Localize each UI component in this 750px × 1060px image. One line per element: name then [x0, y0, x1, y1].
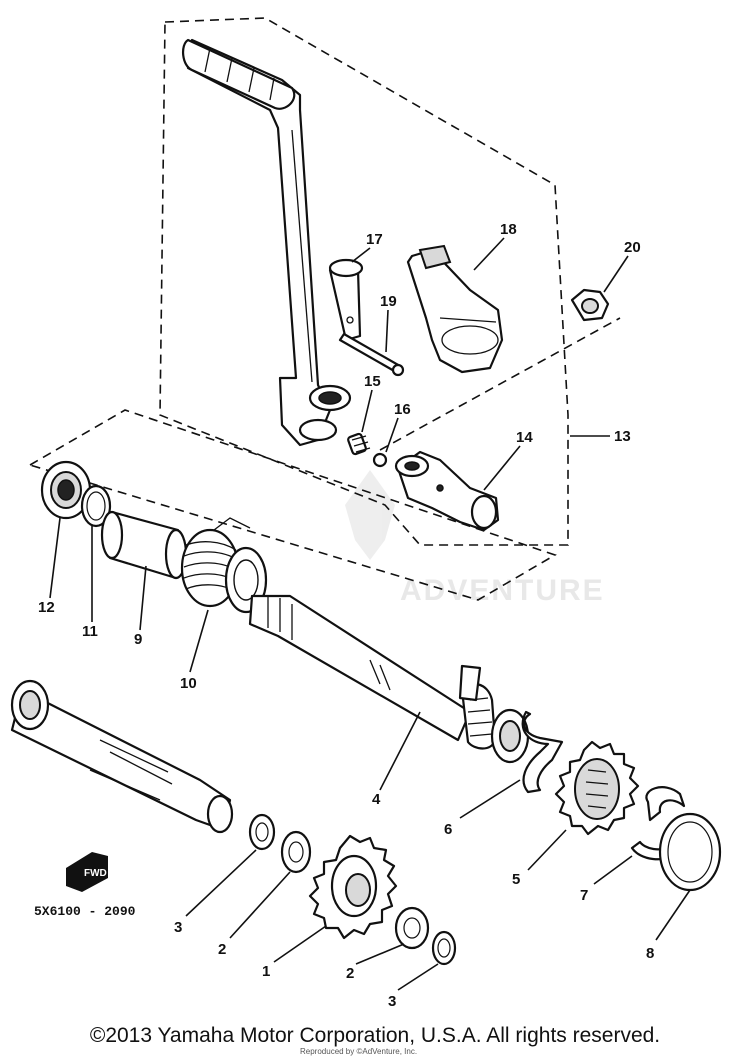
- leader-lines: [49, 237, 691, 991]
- spring-guide-9: [100, 510, 188, 580]
- pin-17: [328, 258, 364, 342]
- callout-4: 4: [372, 791, 381, 808]
- ball-16: [372, 452, 388, 468]
- callout-15: 15: [364, 373, 381, 390]
- kick-gear-5: [554, 740, 640, 836]
- callout-6: 6: [444, 821, 452, 838]
- spring-15: [347, 432, 371, 456]
- callout-11: 11: [82, 623, 98, 640]
- cotter-pin-19: [338, 332, 405, 377]
- callout-10: 10: [180, 675, 197, 692]
- callout-2-lower: 2: [346, 965, 354, 982]
- callout-8: 8: [646, 945, 654, 962]
- nut-alignment-line: [379, 317, 621, 451]
- callout-numbers: 17 18 20 19 15 16 14 13 12 11 9 10 4 6 5…: [38, 221, 654, 1010]
- watermark: ADVENTURE: [345, 470, 605, 607]
- copyright-notice: ©2013 Yamaha Motor Corporation, U.S.A. A…: [89, 1024, 661, 1047]
- callout-1: 1: [262, 963, 270, 980]
- callout-20: 20: [624, 239, 641, 256]
- kick-boss-14: [394, 450, 500, 532]
- fwd-label: FWD: [84, 868, 107, 879]
- callout-5: 5: [512, 871, 520, 888]
- callout-2-upper: 2: [218, 941, 226, 958]
- oil-seal-12: [40, 460, 92, 520]
- callout-9: 9: [134, 631, 142, 648]
- idle-shaft: [10, 679, 234, 834]
- boss-18: [406, 244, 504, 374]
- callout-16: 16: [394, 401, 411, 418]
- washer-2-upper: [280, 830, 312, 874]
- callout-19: 19: [380, 293, 397, 310]
- torsion-spring-10: [180, 517, 268, 614]
- callout-13: 13: [614, 428, 631, 445]
- callout-7: 7: [580, 887, 588, 904]
- callout-17: 17: [366, 231, 383, 248]
- callout-18: 18: [500, 221, 517, 238]
- assembly-outline: [159, 17, 569, 546]
- kick-crank-lever: [182, 38, 352, 447]
- kick-axle-4: [248, 594, 530, 764]
- washer-2-lower: [394, 906, 430, 950]
- shaft-group-outline: [28, 409, 557, 601]
- reproduced-note: Reproduced by ©AdVenture, Inc.: [300, 1047, 418, 1056]
- callout-12: 12: [38, 599, 55, 616]
- fwd-arrow-icon: FWD: [66, 852, 108, 892]
- callout-14: 14: [516, 429, 533, 446]
- idle-gear-1: [308, 834, 398, 940]
- circlip-11: [80, 484, 112, 528]
- callout-3-lower: 3: [388, 993, 396, 1010]
- callout-3-upper: 3: [174, 919, 182, 936]
- circlip-8: [658, 812, 722, 892]
- watermark-text: ADVENTURE: [400, 574, 605, 607]
- washer-3-upper: [248, 813, 276, 851]
- clip-6: [521, 710, 564, 794]
- reference-code: 5X6100 - 2090: [34, 904, 136, 919]
- nut-20: [570, 288, 610, 322]
- circlip-3-lower: [431, 930, 457, 966]
